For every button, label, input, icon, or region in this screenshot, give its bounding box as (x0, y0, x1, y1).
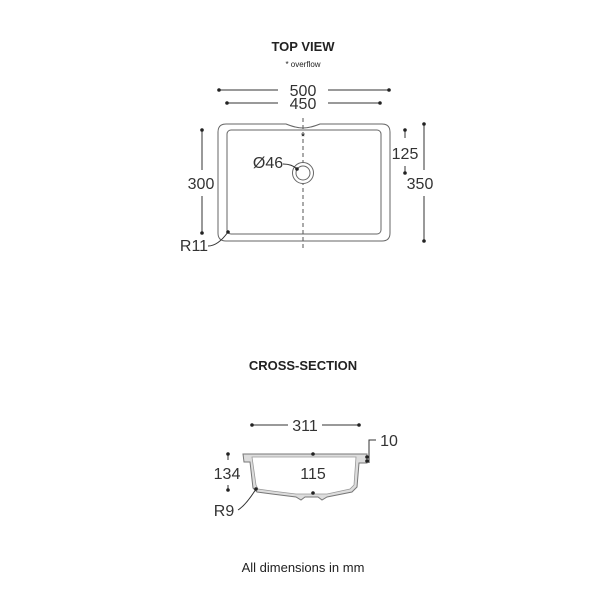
bowl-depth-top-marker (311, 452, 315, 456)
dim-section-corner-radius: R9 (214, 487, 258, 520)
dim-overall-width: 500 (217, 83, 391, 100)
dim-bowl-depth: 115 (300, 466, 326, 483)
svg-text:10: 10 (380, 433, 398, 450)
svg-text:350: 350 (407, 176, 434, 193)
svg-text:450: 450 (290, 96, 317, 113)
dim-drain-diameter: Ø46 (253, 155, 299, 172)
dim-inner-width: 450 (225, 96, 382, 113)
svg-text:134: 134 (214, 466, 241, 483)
dim-overall-depth: 350 (407, 122, 434, 243)
svg-text:R9: R9 (214, 503, 235, 520)
dim-corner-radius: R11 (180, 230, 230, 255)
drain-inner (295, 165, 311, 181)
bowl-depth-bottom-marker (311, 491, 315, 495)
dim-overall-height: 134 (214, 452, 241, 492)
overflow-star-icon: * (301, 131, 306, 143)
top-view-title: TOP VIEW (271, 39, 335, 54)
svg-text:Ø46: Ø46 (253, 155, 283, 172)
dim-drain-offset: 125 (392, 128, 419, 175)
svg-text:500: 500 (290, 83, 317, 100)
units-note: All dimensions in mm (242, 560, 365, 575)
svg-text:311: 311 (292, 418, 318, 435)
svg-text:R11: R11 (180, 238, 208, 255)
svg-text:300: 300 (188, 176, 215, 193)
dim-rim-thickness: 10 (365, 433, 398, 463)
sink-section-interior (251, 456, 357, 495)
svg-text:125: 125 (392, 146, 419, 163)
dim-inner-depth: 300 (188, 128, 215, 235)
overflow-note: * overflow (285, 60, 320, 69)
dim-bottom-width: 311 (250, 418, 361, 435)
cross-section-title: CROSS-SECTION (249, 358, 357, 373)
